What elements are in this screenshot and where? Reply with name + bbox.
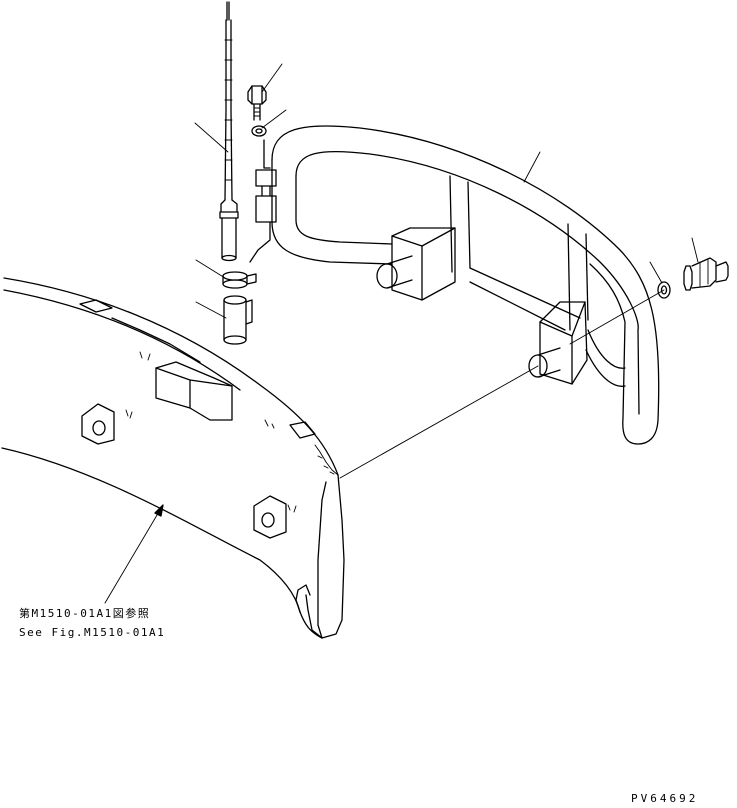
bolt xyxy=(247,85,267,121)
antenna-bracket xyxy=(249,139,277,263)
counterweight xyxy=(1,277,345,639)
clamp xyxy=(222,271,257,289)
reference-text-en: See Fig.M1510-01A1 xyxy=(19,626,166,639)
antenna xyxy=(219,1,239,262)
mount-pipe xyxy=(223,295,253,345)
guard-bolt xyxy=(683,257,729,291)
washer xyxy=(251,125,267,137)
guard-washer xyxy=(657,281,671,299)
guard-frame xyxy=(271,125,660,445)
reference-text-jp: 第M1510-01A1図参照 xyxy=(19,607,151,620)
drawing-number: PV64692 xyxy=(631,792,699,805)
leader-lines xyxy=(104,63,699,604)
